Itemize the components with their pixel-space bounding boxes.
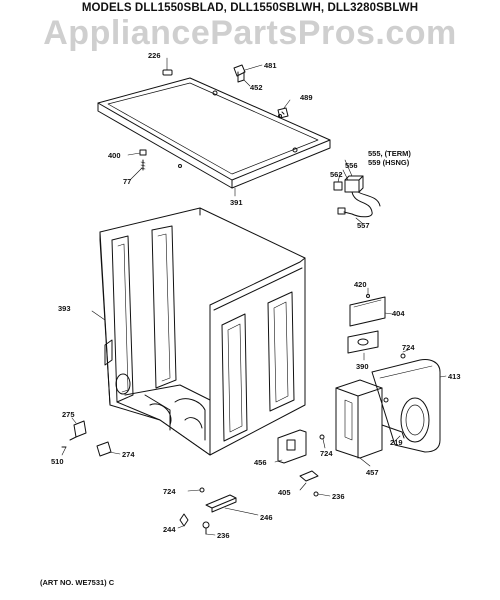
callout-559: 559 (HSNG)	[368, 158, 410, 167]
screw-236-right	[313, 491, 319, 497]
callout-236-right: 236	[332, 492, 345, 501]
screw-724-mid	[319, 434, 325, 440]
callout-724-bottom: 724	[163, 487, 176, 496]
cabinet	[99, 207, 306, 456]
callout-457: 457	[366, 468, 379, 477]
part-489	[277, 107, 289, 119]
cover-plate-404	[349, 294, 386, 327]
rear-bulkhead-413	[371, 359, 441, 453]
callout-452: 452	[250, 83, 263, 92]
screw-236-bottom	[202, 521, 210, 535]
callout-244: 244	[163, 525, 176, 534]
screw-724-bottom	[199, 487, 205, 493]
part-275	[69, 420, 87, 441]
callout-77: 77	[123, 177, 131, 186]
part-244	[179, 513, 189, 527]
callout-391: 391	[230, 198, 243, 207]
callout-724-mid: 724	[320, 449, 333, 458]
callout-562: 562	[330, 170, 343, 179]
art-number: (ART NO. WE7531) C	[40, 578, 115, 587]
callout-489: 489	[300, 93, 313, 102]
callout-724-top: 724	[402, 343, 415, 352]
callout-404: 404	[392, 309, 405, 318]
part-400-77	[139, 149, 147, 171]
callout-226: 226	[148, 51, 161, 60]
leveling-foot-246	[205, 494, 237, 513]
bracket-456	[277, 429, 307, 464]
part-274	[96, 441, 112, 457]
callout-413: 413	[448, 372, 461, 381]
callout-274: 274	[122, 450, 135, 459]
callout-510: 510	[51, 457, 64, 466]
part-481-452	[233, 64, 246, 83]
callout-246: 246	[260, 513, 273, 522]
screw-724-right	[400, 353, 406, 359]
callout-labels: 226 481 452 489 400 77 391 555, (TERM) 5…	[51, 51, 461, 540]
callout-275: 275	[62, 410, 75, 419]
callout-390: 390	[356, 362, 369, 371]
callout-236-bottom: 236	[217, 531, 230, 540]
callout-420: 420	[354, 280, 367, 289]
leader-lines	[61, 57, 447, 536]
top-panel	[97, 77, 331, 189]
plate-390	[347, 330, 379, 354]
callout-400: 400	[108, 151, 121, 160]
callout-557: 557	[357, 221, 370, 230]
callout-219: 219	[390, 438, 403, 447]
callout-555: 555, (TERM)	[368, 149, 411, 158]
foot-405	[299, 470, 319, 482]
terminal-block-assembly	[333, 175, 381, 218]
part-226	[162, 69, 173, 76]
callout-405: 405	[278, 488, 291, 497]
callout-556: 556	[345, 161, 358, 170]
heater-housing-457	[335, 379, 405, 459]
callout-393: 393	[58, 304, 71, 313]
watermark-text: AppliancePartsPros.com	[43, 14, 457, 52]
callout-456: 456	[254, 458, 267, 467]
callout-481: 481	[264, 61, 277, 70]
models-header: MODELS DLL1550SBLAD, DLL1550SBLWH, DLL32…	[81, 2, 419, 14]
